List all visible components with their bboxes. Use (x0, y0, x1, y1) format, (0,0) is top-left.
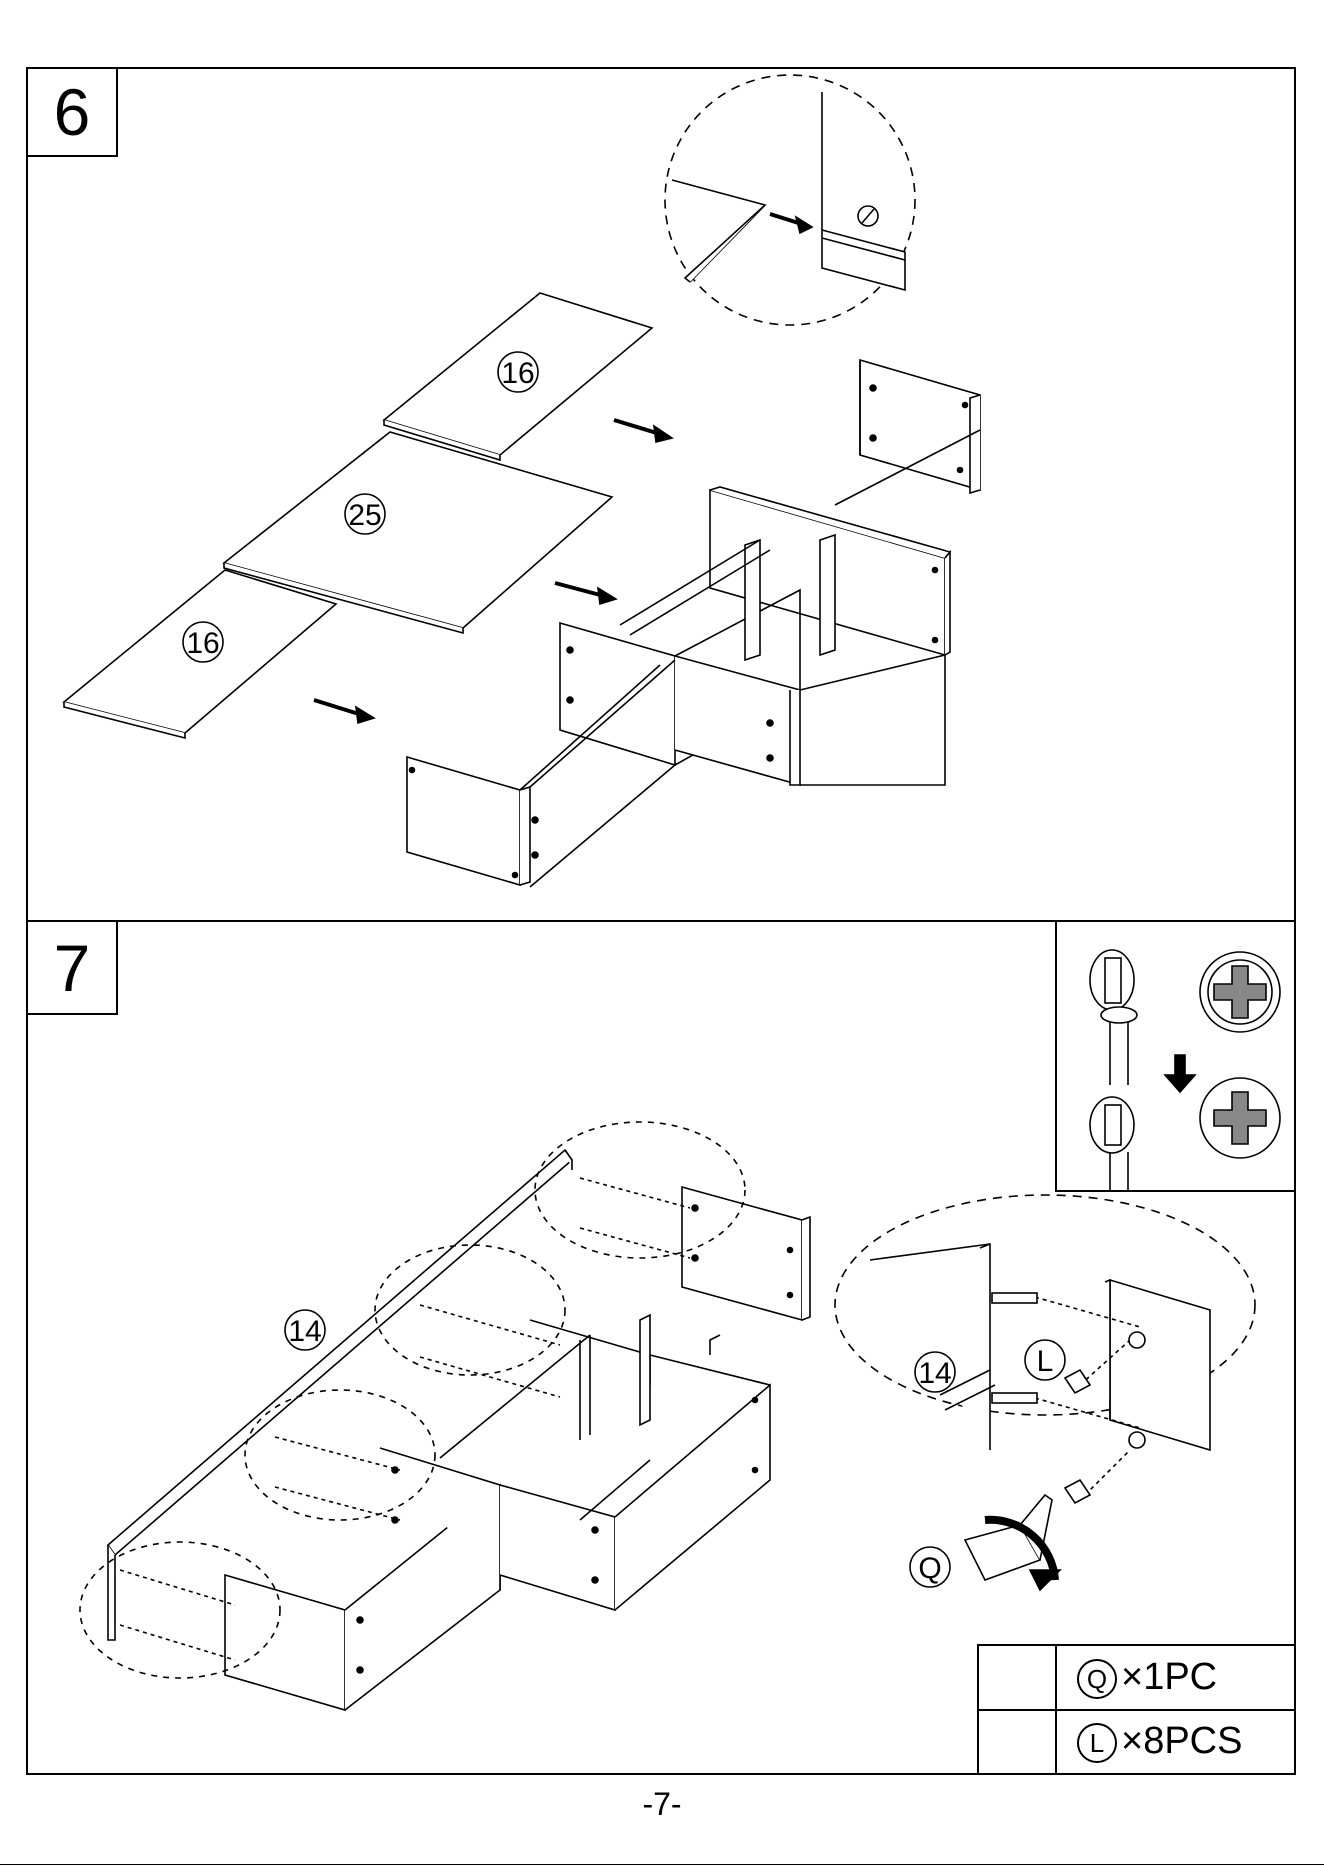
parts-row: Q×1PC (978, 1645, 1295, 1710)
parts-qty: L×8PCS (1056, 1710, 1295, 1775)
cam-lock-inset (1055, 920, 1296, 1192)
screwdriver-icon (978, 1645, 1056, 1710)
parts-qty: Q×1PC (1056, 1645, 1295, 1710)
detail-circle-6 (665, 75, 915, 325)
label-screwdriver-q: Q (918, 1552, 941, 1585)
parts-row: L×8PCS (978, 1710, 1295, 1775)
label-cam-l: L (1037, 1345, 1054, 1378)
label-panel-16-bottom: 16 (186, 627, 219, 660)
step-number-6: 6 (26, 67, 118, 157)
part-quantity: ×8PCS (1121, 1720, 1242, 1762)
label-back-panel-14: 14 (288, 1315, 321, 1348)
label-detail-14: 14 (918, 1357, 951, 1390)
label-panel-25: 25 (348, 499, 381, 532)
label-panel-16-top: 16 (501, 357, 534, 390)
part-letter: Q (1077, 1659, 1117, 1699)
parts-list: Q×1PC L×8PCS (977, 1644, 1296, 1775)
bottom-rule (0, 1864, 1324, 1865)
part-letter: L (1077, 1723, 1117, 1763)
part-quantity: ×1PC (1121, 1656, 1217, 1698)
step-number-7: 7 (26, 920, 118, 1015)
cam-lock-icon (978, 1710, 1056, 1775)
page-number: -7- (0, 1786, 1324, 1823)
